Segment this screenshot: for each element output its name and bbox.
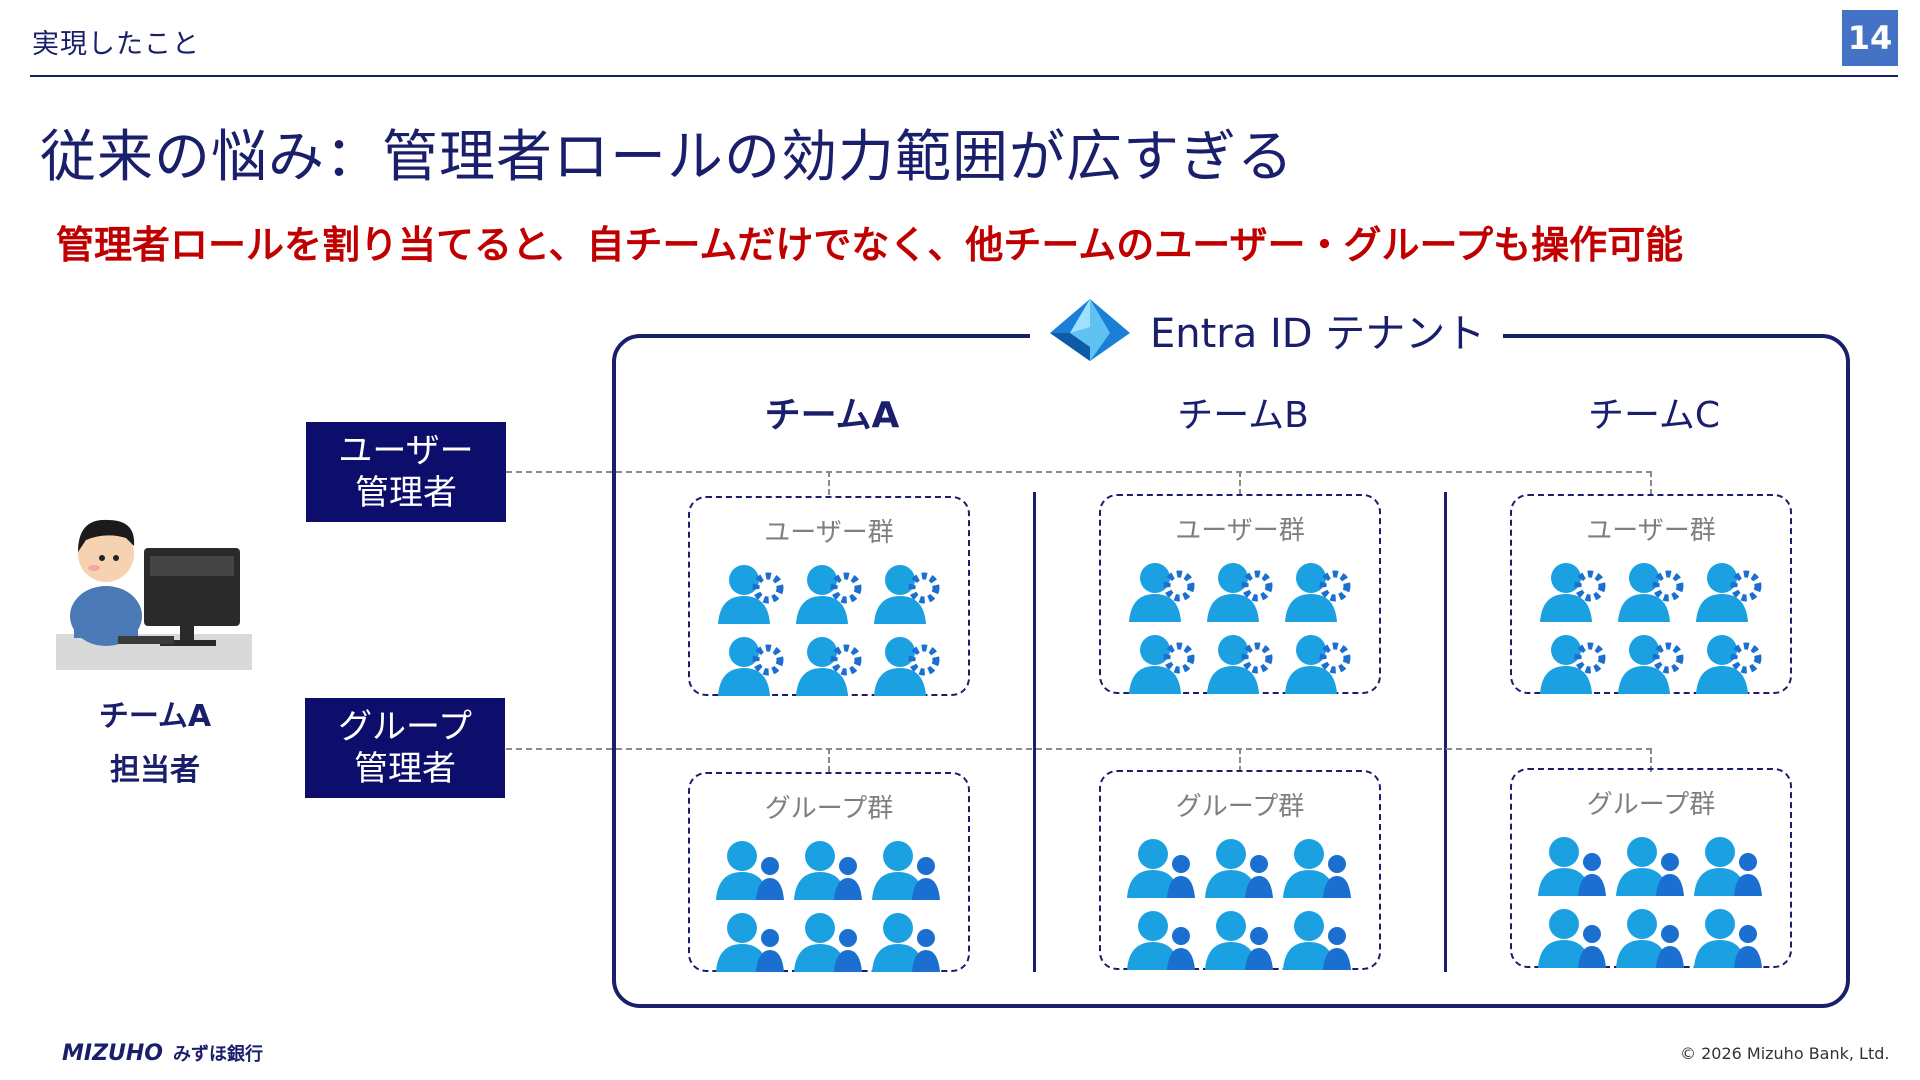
team-a-user-box: ユーザー群 — [688, 496, 970, 696]
user-group-icon — [716, 913, 784, 972]
company-logo: MIZUHO みずほ銀行 — [62, 1040, 263, 1066]
user-gear-icon — [1618, 563, 1684, 622]
team-c-user-box: ユーザー群 — [1510, 494, 1792, 694]
logo-japanese: みずほ銀行 — [173, 1044, 264, 1065]
box-label: ユーザー群 — [1175, 516, 1305, 546]
person-at-computer-illustration — [56, 519, 252, 670]
team-c-header: チームC — [1587, 395, 1721, 436]
group-icon-grid — [716, 836, 946, 980]
user-group-icon — [1205, 911, 1273, 970]
column-divider — [1444, 492, 1447, 972]
group-icon-grid — [1127, 834, 1357, 978]
user-icon-grid — [716, 560, 946, 704]
user-group-icon — [794, 841, 862, 900]
box-label: ユーザー群 — [1586, 516, 1716, 546]
box-label: ユーザー群 — [764, 518, 894, 548]
connector-line — [1650, 748, 1652, 772]
person-role: 担当者 — [110, 753, 200, 788]
connector-line — [1239, 471, 1241, 495]
user-group-icon — [1616, 837, 1684, 896]
copyright: © 2026 Mizuho Bank, Ltd. — [1680, 1044, 1890, 1063]
user-icon-grid — [1538, 558, 1768, 702]
user-gear-icon — [1540, 563, 1606, 622]
group-admin-role: グループ 管理者 — [305, 698, 505, 798]
section-label: 実現したこと — [32, 29, 200, 60]
header-divider — [30, 75, 1898, 77]
team-c-group-box: グループ群 — [1510, 768, 1792, 968]
tenant-label: Entra ID テナント — [1030, 298, 1504, 362]
user-gear-icon — [1285, 563, 1351, 622]
role-line: グループ — [338, 707, 472, 747]
team-b-group-box: グループ群 — [1099, 770, 1381, 970]
user-gear-icon — [796, 637, 862, 696]
column-divider — [1033, 492, 1036, 972]
user-gear-icon — [1207, 635, 1273, 694]
user-group-icon — [1127, 839, 1195, 898]
user-gear-icon — [1129, 635, 1195, 694]
team-a-header: チームA — [764, 395, 900, 436]
person-label: チームA 担当者 — [80, 690, 230, 798]
user-group-icon — [794, 913, 862, 972]
user-group-icon — [1694, 909, 1762, 968]
user-group-icon — [1127, 911, 1195, 970]
team-b-header: チームB — [1177, 395, 1309, 436]
role-line: 管理者 — [354, 749, 456, 789]
user-group-icon — [1538, 909, 1606, 968]
user-group-icon — [872, 841, 940, 900]
user-gear-icon — [1696, 563, 1762, 622]
user-gear-icon — [1207, 563, 1273, 622]
user-gear-icon — [718, 637, 784, 696]
page-number-badge: 14 — [1842, 10, 1898, 66]
user-admin-role: ユーザー 管理者 — [306, 422, 506, 522]
user-gear-icon — [718, 565, 784, 624]
user-group-icon — [1283, 839, 1351, 898]
connector-line — [828, 471, 830, 495]
user-gear-icon — [1696, 635, 1762, 694]
connector-line — [1239, 748, 1241, 772]
slide-title: 従来の悩み：管理者ロールの効力範囲が広すぎる — [40, 125, 1294, 190]
group-icon-grid — [1538, 832, 1768, 976]
user-group-icon — [1538, 837, 1606, 896]
user-gear-icon — [796, 565, 862, 624]
tenant-label-text: Entra ID テナント — [1150, 311, 1486, 357]
person-team: チームA — [98, 699, 212, 734]
user-group-icon — [1283, 911, 1351, 970]
user-icon-grid — [1127, 558, 1357, 702]
box-label: グループ群 — [1586, 790, 1716, 820]
logo-wordmark: MIZUHO — [62, 1040, 164, 1066]
box-label: グループ群 — [1175, 792, 1305, 822]
role-line: 管理者 — [355, 473, 457, 513]
user-admin-scope-line — [506, 471, 1652, 473]
user-gear-icon — [874, 637, 940, 696]
team-a-group-box: グループ群 — [688, 772, 970, 972]
group-admin-scope-line — [506, 748, 1652, 750]
entra-id-icon — [1050, 299, 1130, 361]
role-line: ユーザー — [338, 431, 474, 471]
user-group-icon — [1616, 909, 1684, 968]
user-group-icon — [1694, 837, 1762, 896]
slide-subtitle: 管理者ロールを割り当てると、自チームだけでなく、他チームのユーザー・グループも操… — [56, 223, 1684, 267]
user-gear-icon — [874, 565, 940, 624]
box-label: グループ群 — [764, 794, 894, 824]
user-group-icon — [1205, 839, 1273, 898]
user-gear-icon — [1540, 635, 1606, 694]
connector-line — [828, 748, 830, 772]
user-gear-icon — [1618, 635, 1684, 694]
team-b-user-box: ユーザー群 — [1099, 494, 1381, 694]
user-gear-icon — [1285, 635, 1351, 694]
user-group-icon — [872, 913, 940, 972]
user-gear-icon — [1129, 563, 1195, 622]
connector-line — [1650, 471, 1652, 495]
user-group-icon — [716, 841, 784, 900]
